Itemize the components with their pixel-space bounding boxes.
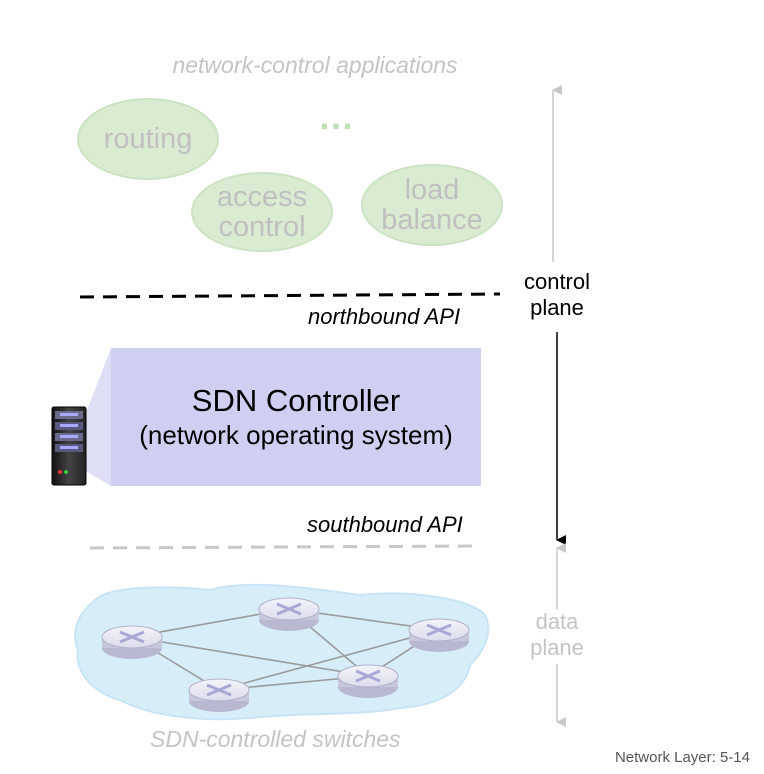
app-routing-label: routing: [103, 123, 193, 155]
southbound-api-label: southbound API: [307, 512, 463, 537]
sdn-controller-box: SDN Controller (network operating system…: [111, 348, 481, 486]
southbound-divider: [89, 544, 475, 550]
switch-icon: [408, 618, 470, 652]
switch-icon: [188, 678, 250, 712]
server-icon: [51, 406, 87, 486]
app-load-balance-label: load balance: [381, 174, 483, 236]
app-access-control-label: access control: [216, 181, 308, 243]
switch-icon: [337, 664, 399, 698]
data-plane-label: data plane: [515, 609, 599, 661]
more-apps-ellipsis: …: [318, 96, 356, 137]
app-load-balance: load balance: [361, 164, 503, 246]
switch-icon: [101, 625, 163, 659]
app-routing: routing: [77, 98, 219, 180]
control-plane-label: control plane: [515, 269, 599, 321]
northbound-api-label: northbound API: [308, 304, 461, 329]
slide-footer: Network Layer: 5-14: [614, 749, 750, 766]
controller-subtitle: (network operating system): [139, 420, 453, 450]
app-access-control: access control: [191, 172, 333, 252]
switches-caption: SDN-controlled switches: [150, 726, 401, 752]
server-projection: [84, 348, 111, 486]
applications-title: network-control applications: [172, 52, 458, 78]
controller-title: SDN Controller: [191, 383, 401, 418]
switch-icon: [258, 597, 320, 631]
northbound-divider: [79, 292, 501, 299]
